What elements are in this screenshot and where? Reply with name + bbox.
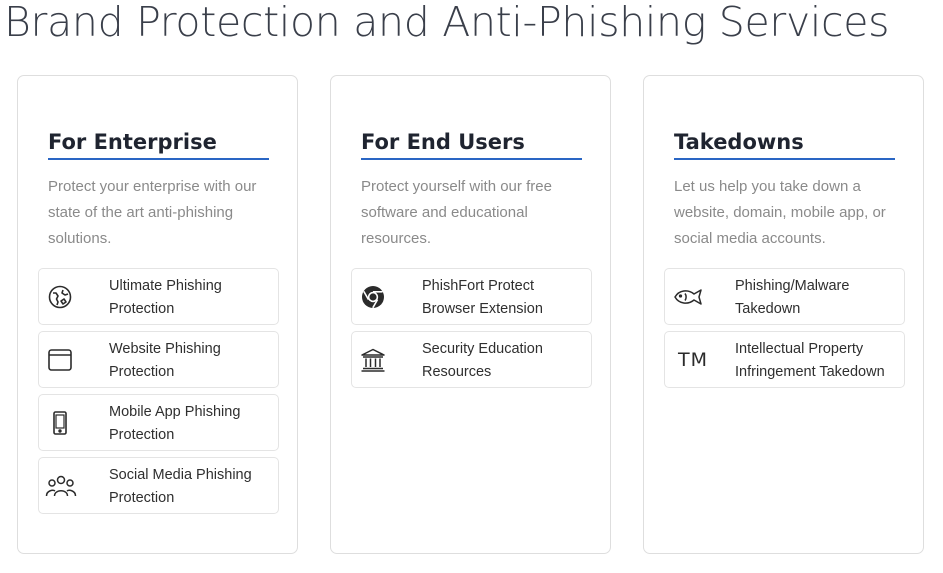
service-mobile-app-phishing-protection[interactable]: Mobile App Phishing Protection [38,394,279,451]
card-description: Protect yourself with our free software … [361,178,552,247]
mobile-phone-icon [47,410,73,436]
service-label: Phishing/Malware Takedown [735,278,850,317]
service-label: Security Education Resources [422,341,543,380]
browser-window-icon [47,347,73,373]
fish-icon [672,284,704,310]
service-social-media-phishing-protection[interactable]: Social Media Phishing Protection [38,457,279,514]
service-label: Intellectual Property Infringement Taked… [735,341,885,380]
service-label: Website Phishing Protection [109,341,221,380]
service-security-education-resources[interactable]: Security Education Resources [351,331,592,388]
service-website-phishing-protection[interactable]: Website Phishing Protection [38,331,279,388]
card-title: For End Users [361,129,582,160]
card-title: For Enterprise [48,129,269,160]
card-description: Protect your enterprise with our state o… [48,178,257,247]
page-title: Brand Protection and Anti-Phishing Servi… [4,0,890,46]
trademark-icon: TM [675,347,711,373]
service-label: Social Media Phishing Protection [109,467,252,506]
card-title: Takedowns [674,129,895,160]
service-label: PhishFort Protect Browser Extension [422,278,543,317]
institution-icon [360,347,386,373]
chrome-icon [360,284,386,310]
trademark-icon-text: TM [678,349,708,371]
card-for-enterprise: For Enterprise Protect your enterprise w… [17,75,298,554]
card-description: Let us help you take down a website, dom… [674,178,886,247]
service-phishing-malware-takedown[interactable]: Phishing/Malware Takedown [664,268,905,325]
service-ultimate-phishing-protection[interactable]: Ultimate Phishing Protection [38,268,279,325]
people-group-icon [45,473,77,499]
globe-shield-icon [47,284,73,310]
service-phishfort-protect-browser-extension[interactable]: PhishFort Protect Browser Extension [351,268,592,325]
service-label: Mobile App Phishing Protection [109,404,241,443]
service-intellectual-property-infringement-takedown[interactable]: TM Intellectual Property Infringement Ta… [664,331,905,388]
service-label: Ultimate Phishing Protection [109,278,222,317]
card-for-end-users: For End Users Protect yourself with our … [330,75,611,554]
card-takedowns: Takedowns Let us help you take down a we… [643,75,924,554]
